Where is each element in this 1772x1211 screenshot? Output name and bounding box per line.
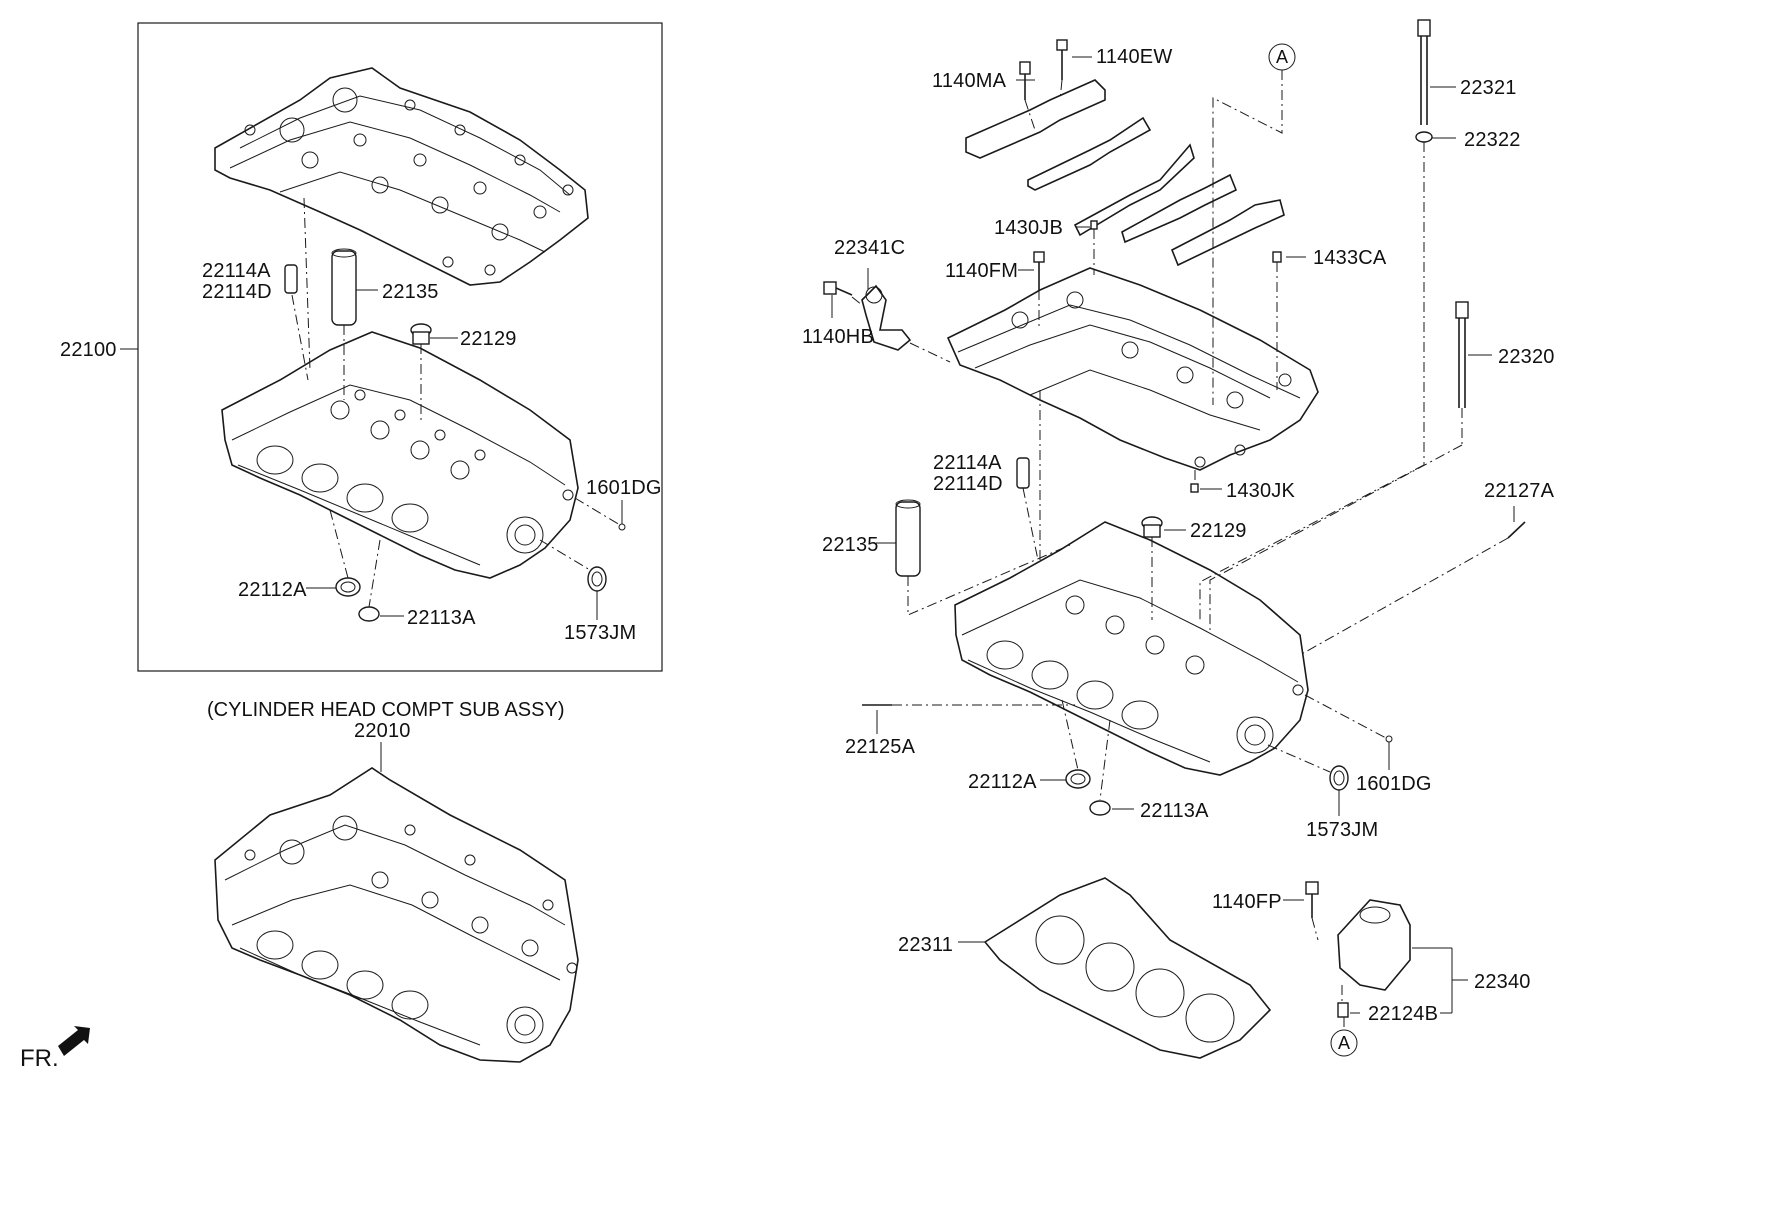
label-1140EW: 1140EW: [1096, 46, 1173, 68]
label-22340: 22340: [1474, 971, 1531, 993]
housing-22340: [1337, 899, 1411, 991]
camshaft-carrier-right: [946, 267, 1319, 471]
label-22135-right: 22135: [822, 534, 879, 556]
seal-22113A-left: [358, 606, 380, 622]
circle-a-bottom-letter: A: [1338, 1033, 1351, 1053]
label-1140FM: 1140FM: [945, 260, 1019, 282]
label-22129-right: 22129: [1190, 520, 1247, 542]
bolt-1140EW: [1056, 39, 1068, 80]
bolt-1140FM: [1033, 251, 1045, 290]
label-22114D-left: 22114D: [202, 281, 272, 303]
guide-22135-right: [895, 499, 921, 577]
label-1430JB: 1430JB: [994, 217, 1064, 239]
label-22114D-right: 22114D: [933, 473, 1003, 495]
label-1573JM-right: 1573JM: [1306, 819, 1379, 841]
label-1601DG-left: 1601DG: [586, 477, 662, 499]
pin-1430JK: [1190, 483, 1199, 493]
washer-22322: [1415, 131, 1433, 143]
bolt-1140FP: [1305, 881, 1319, 918]
camshaft-carrier-left: [214, 67, 589, 286]
label-22100: 22100: [60, 339, 117, 361]
label-22114A-right: 22114A: [933, 452, 1002, 474]
cylinder-head-left: [221, 331, 579, 579]
label-22341C: 22341C: [834, 237, 906, 259]
seal-22112A-left: [335, 577, 361, 597]
front-direction-label: FR.: [20, 1045, 59, 1072]
label-22010: 22010: [354, 720, 411, 742]
circle-a-marker-bottom: [1330, 1029, 1358, 1057]
label-22113A-right: 22113A: [1140, 800, 1209, 822]
plug-22129-left: [410, 323, 432, 345]
guide-22135-left: [331, 248, 357, 326]
bolt-22320: [1455, 301, 1469, 408]
label-22124B: 22124B: [1368, 1003, 1439, 1025]
bolt-1140MA: [1019, 61, 1031, 100]
label-22114A-left: 22114A: [202, 260, 271, 282]
label-22311: 22311: [898, 934, 954, 956]
label-1601DG-right: 1601DG: [1356, 773, 1432, 795]
label-1433CA: 1433CA: [1313, 247, 1387, 269]
label-22127A: 22127A: [1484, 480, 1555, 502]
bolt-22321: [1417, 19, 1431, 125]
label-1140MA: 1140MA: [932, 70, 1007, 92]
label-1573JM-left: 1573JM: [564, 622, 637, 644]
bolt-1140HB: [823, 281, 853, 296]
label-22320: 22320: [1498, 346, 1555, 368]
seal-1573JM-left: [587, 566, 607, 592]
label-22135-left: 22135: [382, 281, 439, 303]
circle-a-top-letter: A: [1276, 47, 1289, 67]
pin-22124B: [1337, 1002, 1349, 1018]
label-22129-left: 22129: [460, 328, 517, 350]
seal-22113A-right: [1089, 800, 1111, 816]
seal-1573JM-right: [1329, 765, 1349, 791]
bracket-22341C: [861, 284, 912, 351]
label-22321: 22321: [1460, 77, 1517, 99]
label-22113A-left: 22113A: [407, 607, 476, 629]
plug-22129-right: [1141, 516, 1163, 538]
label-22322: 22322: [1464, 129, 1521, 151]
arrow-icon: [58, 1026, 90, 1056]
label-1430JK: 1430JK: [1226, 480, 1296, 502]
sub-assembly-title: (CYLINDER HEAD COMPT SUB ASSY): [207, 699, 565, 721]
pin-1433CA: [1272, 251, 1282, 263]
label-1140FP: 1140FP: [1212, 891, 1282, 913]
label-1140HB: 1140HB: [802, 326, 874, 348]
cylinder-head-sub-assy-22010: [214, 767, 579, 1063]
label-22125A: 22125A: [845, 736, 916, 758]
dowel-22114-right: [1016, 457, 1030, 489]
pin-1430JB: [1090, 220, 1098, 230]
label-22112A-right: 22112A: [968, 771, 1037, 793]
assembly-box-22100: [137, 22, 663, 672]
cylinder-head-right: [954, 521, 1309, 776]
stud-22127A: [1507, 521, 1526, 539]
head-gasket-22311: [983, 877, 1272, 1059]
seal-22112A-right: [1065, 769, 1091, 789]
label-22112A-left: 22112A: [238, 579, 307, 601]
dowel-22114-left: [284, 264, 298, 294]
